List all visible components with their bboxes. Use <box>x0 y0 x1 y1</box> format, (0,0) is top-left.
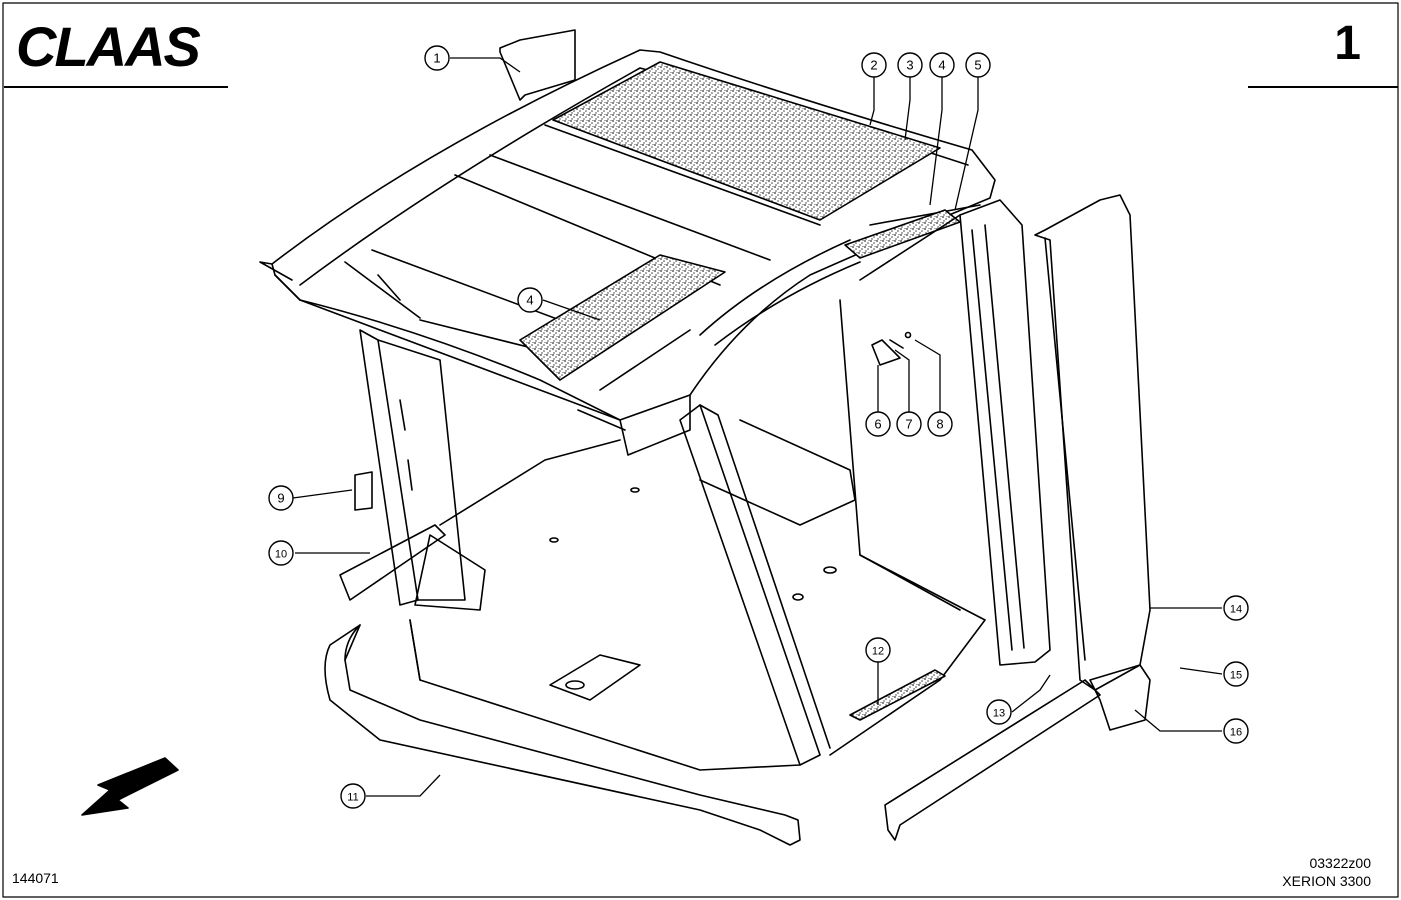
leader-2 <box>869 77 875 126</box>
callout-balloon <box>865 637 891 663</box>
claas-logo: CLAAS <box>16 15 203 76</box>
leader-16 <box>1134 709 1222 732</box>
threshold-strip-12 <box>849 669 946 721</box>
right-sill-13 <box>884 679 1101 841</box>
callout-balloon <box>268 540 294 566</box>
callout-number: 6 <box>874 417 881 432</box>
callout-balloon <box>929 52 955 78</box>
roof-window-panel <box>552 61 941 221</box>
pin-7 <box>889 339 904 349</box>
model-name: XERION 3300 <box>1282 873 1371 889</box>
callout-balloon <box>896 411 922 437</box>
leader-7 <box>894 349 910 412</box>
front-bumper-11 <box>324 624 801 846</box>
hinge-6 <box>871 339 901 366</box>
callout-balloon <box>424 45 450 71</box>
right-front-pillar <box>679 404 831 766</box>
callout-number: 11 <box>347 792 358 804</box>
callout-number: 10 <box>275 549 287 561</box>
header-rule-left <box>4 86 228 88</box>
leader-11 <box>366 774 441 797</box>
brand-wordmark: CLAAS <box>16 15 201 76</box>
title-block: 03322z00 XERION 3300 <box>1282 854 1371 890</box>
leader-1 <box>450 57 521 73</box>
callout-balloon <box>865 411 891 437</box>
rear-left-crossmember <box>439 439 621 526</box>
clip-9 <box>354 471 373 511</box>
callout-balloon <box>1223 595 1249 621</box>
washer-8 <box>904 331 912 339</box>
callout-balloon <box>517 287 543 313</box>
roof-hatch-panel <box>519 254 726 381</box>
callout-number: 8 <box>936 417 943 432</box>
callout-balloon <box>1223 718 1249 744</box>
leader-3 <box>904 77 911 141</box>
callout-number: 16 <box>1230 727 1242 739</box>
callout-number: 9 <box>277 491 284 506</box>
callout-balloon <box>268 485 294 511</box>
header-rule-right <box>1248 86 1398 88</box>
callout-number: 7 <box>905 417 912 432</box>
leader-5 <box>954 77 979 211</box>
page-number: 1 <box>1334 17 1361 70</box>
callout-balloon <box>340 783 366 809</box>
pillar-bracket-1 <box>499 29 576 101</box>
seal-strip <box>844 209 961 259</box>
pillar-trim-14 <box>1034 194 1151 691</box>
leader-8 <box>914 339 941 412</box>
callout-balloon <box>927 411 953 437</box>
leader-15 <box>1179 667 1223 675</box>
callout-number: 5 <box>974 58 981 73</box>
callout-number: 1 <box>433 51 440 66</box>
rear-right-pillars <box>829 199 1051 756</box>
arrow-down-left-icon <box>81 757 179 816</box>
left-sill-10 <box>339 524 446 601</box>
cab-floor <box>409 487 837 771</box>
callout-number: 13 <box>993 708 1005 720</box>
left-front-pillar <box>359 329 486 611</box>
callout-number: 12 <box>872 646 884 658</box>
leader-4b <box>542 299 601 321</box>
lower-trim-16 <box>1089 664 1151 731</box>
callout-balloon <box>897 52 923 78</box>
leader-13 <box>1011 674 1051 713</box>
leader-9 <box>292 489 353 499</box>
rear-crossmember <box>699 419 856 526</box>
callout-number: 4 <box>938 58 945 73</box>
callout-balloon <box>965 52 991 78</box>
callout-number: 4 <box>526 293 533 308</box>
callout-balloon <box>986 699 1012 725</box>
callout-number: 2 <box>870 58 877 73</box>
callout-balloon <box>1223 661 1249 687</box>
drawing-number: 144071 <box>12 870 59 886</box>
callout-number: 3 <box>906 58 913 73</box>
callout-number: 15 <box>1230 670 1242 682</box>
callout-number: 14 <box>1230 604 1242 616</box>
callout-balloon <box>861 52 887 78</box>
leader-4a <box>929 77 943 206</box>
document-code: 03322z00 <box>1309 855 1371 871</box>
